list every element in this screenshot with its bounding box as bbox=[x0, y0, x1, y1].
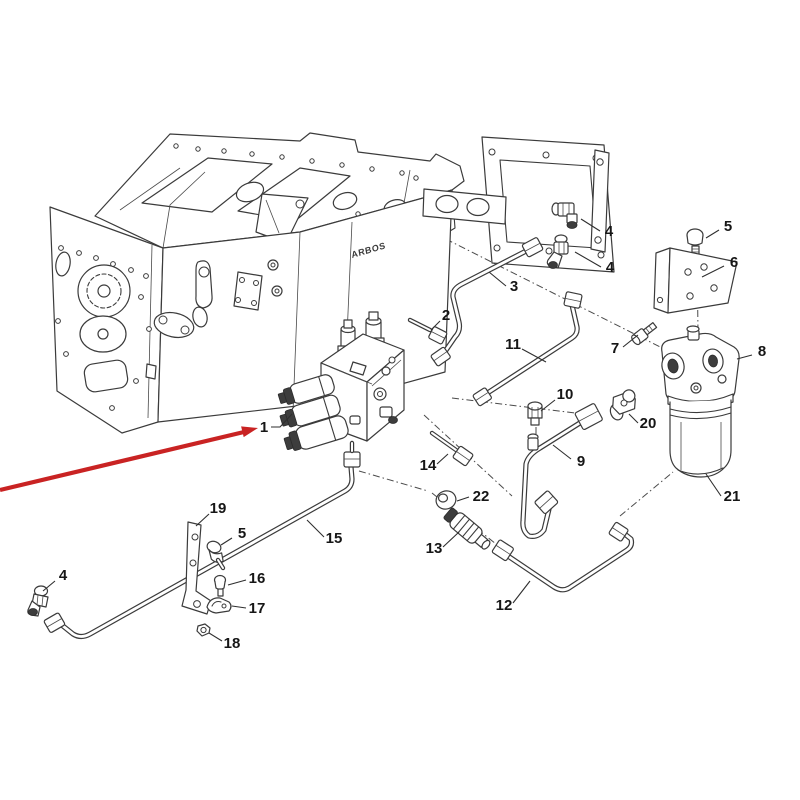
left-panel-bolt-holes bbox=[55, 245, 152, 411]
callout-leader-21 bbox=[705, 473, 722, 497]
callout-label-1: 1 bbox=[260, 419, 268, 436]
callout-leader-20 bbox=[628, 413, 639, 424]
callout-label-7: 7 bbox=[611, 340, 619, 357]
pipe-9-elbow-fitting bbox=[527, 433, 539, 451]
callout-label-6: 6 bbox=[730, 254, 738, 271]
callout-label-5: 5 bbox=[724, 218, 732, 235]
housing-top-frame bbox=[94, 132, 465, 249]
pointer-arrow-line bbox=[0, 429, 245, 493]
callout-leader-4 bbox=[42, 580, 56, 592]
callout-label-20: 20 bbox=[640, 415, 657, 432]
callout-leader-11 bbox=[521, 348, 547, 363]
filter-head-8 bbox=[661, 325, 740, 410]
pipe-9 bbox=[520, 403, 603, 539]
callout-leader-2 bbox=[430, 320, 441, 331]
filter-canister-21 bbox=[669, 399, 732, 478]
bolt-7 bbox=[631, 322, 658, 346]
callout-leader-16 bbox=[227, 579, 247, 586]
callout-label-4: 4 bbox=[606, 259, 615, 276]
bolt-5-bottom bbox=[206, 540, 226, 571]
callout-label-17: 17 bbox=[249, 600, 266, 617]
pointer-arrow bbox=[0, 426, 258, 493]
callout-leader-5 bbox=[220, 537, 233, 546]
callout-leader-10 bbox=[540, 399, 556, 412]
callout-leader-18 bbox=[208, 632, 223, 642]
solenoid-coil-1 bbox=[277, 374, 335, 405]
elbow-fitting-4b bbox=[546, 234, 569, 269]
callout-leader-15 bbox=[306, 519, 325, 538]
callout-label-22: 22 bbox=[473, 488, 490, 505]
mounting-bracket-6 bbox=[653, 247, 738, 314]
pointer-arrow-head bbox=[241, 426, 258, 438]
callout-leader-17 bbox=[231, 605, 247, 609]
top-frame-bolt-holes bbox=[173, 143, 419, 217]
callout-label-10: 10 bbox=[557, 386, 574, 403]
clamp-17 bbox=[206, 597, 232, 614]
callout-leader-19 bbox=[195, 513, 210, 527]
callout-label-13: 13 bbox=[426, 540, 443, 557]
callout-label-14: 14 bbox=[420, 457, 437, 474]
elbow-fitting-4a bbox=[551, 202, 578, 229]
housing-right-section bbox=[422, 136, 615, 273]
bolt-2 bbox=[407, 317, 448, 345]
pipe-11 bbox=[472, 291, 583, 407]
callout-label-19: 19 bbox=[210, 500, 227, 517]
elbow-fitting-4c bbox=[27, 585, 49, 617]
callout-label-12: 12 bbox=[496, 597, 513, 614]
callout-leader-5 bbox=[705, 229, 720, 239]
pipe-3 bbox=[430, 237, 544, 367]
callout-label-15: 15 bbox=[326, 530, 343, 547]
plug-fitting-20 bbox=[609, 389, 636, 421]
callout-leader-8 bbox=[736, 354, 753, 360]
callout-leader-13 bbox=[442, 531, 460, 548]
nut-18 bbox=[196, 623, 211, 637]
solenoid-coil-3 bbox=[283, 415, 349, 451]
callout-label-11: 11 bbox=[505, 336, 521, 353]
callout-label-21: 21 bbox=[724, 488, 741, 505]
callout-leader-9 bbox=[552, 444, 572, 460]
callout-leader-14 bbox=[436, 453, 449, 465]
callout-label-5: 5 bbox=[238, 525, 246, 542]
valve-block-side-fittings bbox=[349, 361, 398, 425]
bolt-16 bbox=[213, 574, 227, 597]
callout-label-3: 3 bbox=[510, 278, 518, 295]
housing-left-panel bbox=[49, 206, 164, 434]
callout-leader-22 bbox=[456, 496, 470, 502]
valve-13 bbox=[443, 507, 491, 550]
callout-label-9: 9 bbox=[577, 453, 585, 470]
callout-leader-12 bbox=[512, 580, 531, 604]
callout-leader-4 bbox=[580, 218, 601, 232]
callout-leader-6 bbox=[701, 265, 725, 278]
callout-leader-1 bbox=[271, 413, 293, 428]
callout-label-16: 16 bbox=[249, 570, 266, 587]
bolt-14 bbox=[429, 430, 474, 467]
fitting-10 bbox=[527, 401, 543, 426]
callout-leader-4 bbox=[574, 251, 602, 268]
callout-label-8: 8 bbox=[758, 343, 766, 360]
valve-block-assembly bbox=[277, 311, 405, 454]
callout-label-4: 4 bbox=[605, 223, 614, 240]
pipe-12 bbox=[491, 521, 635, 593]
fitting-22 bbox=[435, 490, 457, 510]
bolt-5-top bbox=[686, 228, 704, 256]
callout-leader-3 bbox=[488, 271, 507, 287]
callout-label-2: 2 bbox=[442, 307, 450, 324]
callout-leader-7 bbox=[622, 334, 639, 348]
callout-label-18: 18 bbox=[224, 635, 241, 652]
callout-label-4: 4 bbox=[59, 567, 68, 584]
